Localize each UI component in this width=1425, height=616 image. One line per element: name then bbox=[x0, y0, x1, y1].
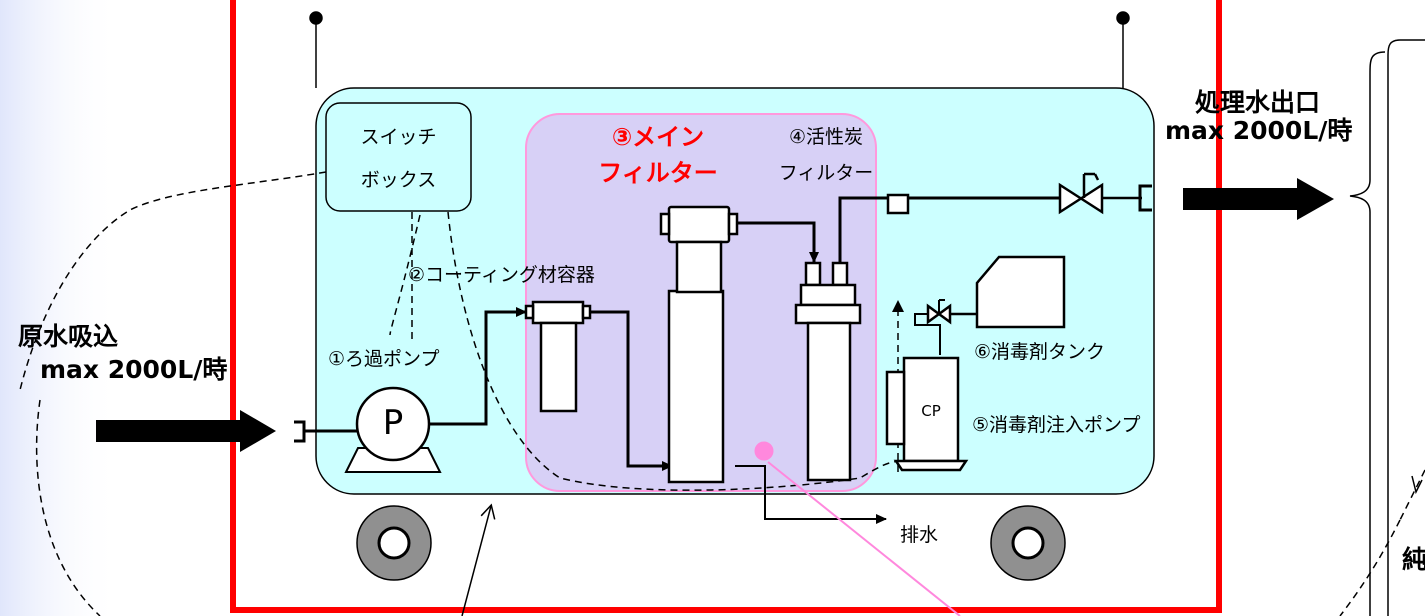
outlet-title: 処理水出口 bbox=[1195, 88, 1321, 117]
outlet-rate: max 2000L/時 bbox=[1165, 116, 1353, 145]
right-small-arrow bbox=[1411, 475, 1423, 495]
main-filter-housing bbox=[659, 205, 739, 484]
left-background bbox=[0, 0, 120, 616]
intake-connector bbox=[294, 420, 306, 443]
left-wheel bbox=[356, 505, 432, 581]
dashed-arrow-head bbox=[892, 300, 904, 312]
lifting-hooks bbox=[309, 11, 1130, 88]
pipe-carbon-to-outlet bbox=[838, 196, 1060, 263]
pipe-main-to-carbon bbox=[737, 221, 819, 263]
injection-fitting bbox=[886, 193, 910, 215]
switch-box-label-line1: スイッチ bbox=[360, 126, 437, 148]
pump-p-symbol: P bbox=[382, 403, 404, 443]
main-filter-label-line2: フィルター bbox=[598, 159, 718, 187]
cp-symbol: CP bbox=[921, 402, 941, 420]
intake-arrow bbox=[96, 410, 276, 452]
carbon-filter-label-line1: ④活性炭 bbox=[788, 126, 864, 148]
intake-title: 原水吸込 bbox=[18, 322, 119, 351]
drain-label: 排水 bbox=[900, 524, 939, 546]
filtration-pump-label: ①ろ過ポンプ bbox=[328, 348, 440, 370]
vehicle-frame bbox=[230, 0, 1222, 613]
main-filter-label-line1: ③メイン bbox=[611, 123, 705, 151]
pink-leader-line bbox=[767, 461, 961, 616]
coating-container bbox=[524, 300, 592, 413]
outlet-arrow bbox=[1183, 178, 1334, 220]
outlet-valve bbox=[1058, 172, 1152, 215]
injection-pump-symbol bbox=[885, 356, 969, 472]
switch-box-label-line2: ボックス bbox=[360, 169, 437, 191]
pipe-pump-to-coating bbox=[429, 307, 527, 426]
right-brace bbox=[1349, 51, 1386, 616]
intake-rate: max 2000L/時 bbox=[40, 355, 228, 384]
coating-container-label: ②コーティング材容器 bbox=[408, 264, 595, 286]
frame-pointer-arrow bbox=[461, 503, 496, 616]
injection-pump-label: ⑤消毒剤注入ポンプ bbox=[972, 414, 1141, 436]
clipped-right-label: 純 bbox=[1402, 545, 1425, 574]
disinfectant-tank-label: ⑥消毒剤タンク bbox=[974, 341, 1106, 363]
filtration-pump-symbol bbox=[344, 386, 442, 473]
carbon-filter-label-line2: フィルター bbox=[778, 162, 874, 184]
right-wheel bbox=[990, 505, 1066, 581]
right-box bbox=[1387, 39, 1425, 616]
disinfectant-tank-body bbox=[975, 255, 1066, 329]
carbon-filter-housing bbox=[794, 261, 862, 482]
drain-pipe bbox=[735, 465, 887, 524]
tank-valve bbox=[914, 299, 977, 355]
pipe-coating-to-main bbox=[590, 310, 673, 471]
switch-box bbox=[325, 102, 472, 212]
pink-marker bbox=[754, 441, 774, 461]
